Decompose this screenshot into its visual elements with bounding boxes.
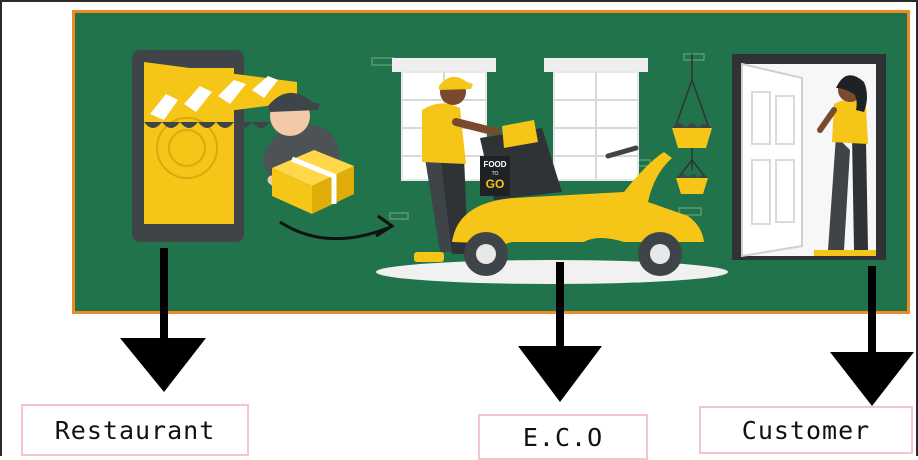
arrow-to-restaurant xyxy=(120,248,206,392)
customer-label: Customer xyxy=(699,406,913,454)
eco-label: E.C.O xyxy=(478,414,648,460)
arrow-to-customer xyxy=(830,266,914,406)
arrow-to-eco xyxy=(518,262,602,402)
restaurant-label: Restaurant xyxy=(21,404,249,456)
